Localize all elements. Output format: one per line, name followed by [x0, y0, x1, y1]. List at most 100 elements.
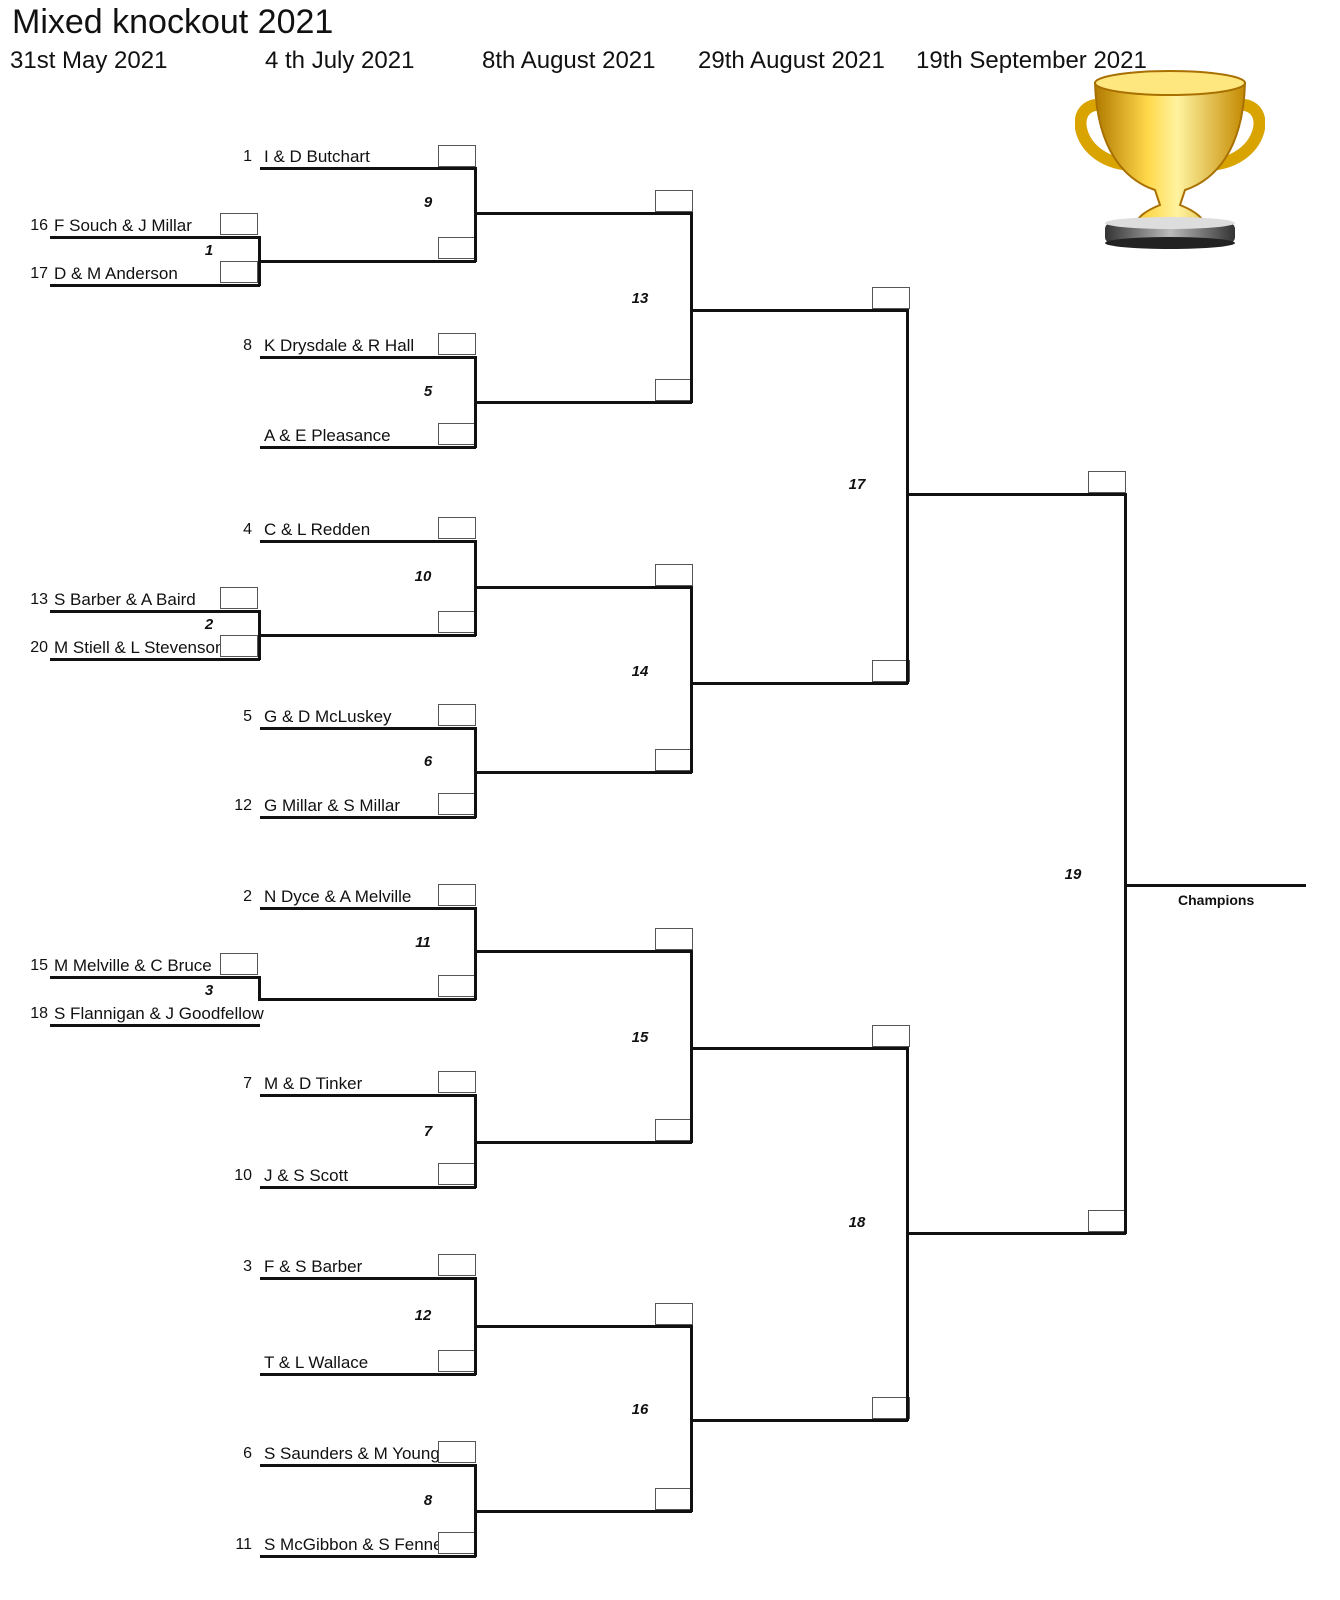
match-number: 19 — [1064, 866, 1082, 883]
bracket-line — [260, 1094, 476, 1097]
score-box[interactable] — [438, 237, 476, 259]
bracket-line — [50, 236, 260, 239]
score-box[interactable] — [438, 517, 476, 539]
entry-seed: 2 — [243, 888, 252, 905]
bracket-line — [50, 1024, 260, 1027]
bracket-line — [258, 260, 476, 263]
score-box[interactable] — [438, 1163, 476, 1185]
entry-seed: 1 — [243, 148, 252, 165]
match-number: 3 — [204, 982, 214, 999]
score-box[interactable] — [655, 564, 693, 586]
bracket-line — [260, 816, 476, 819]
page-title: Mixed knockout 2021 — [12, 3, 334, 41]
entry-seed: 8 — [243, 337, 252, 354]
bracket-line — [690, 212, 693, 403]
score-box[interactable] — [438, 1254, 476, 1276]
entry-name: F & S Barber — [264, 1257, 363, 1276]
bracket-line — [474, 356, 477, 448]
score-box[interactable] — [655, 1119, 693, 1141]
entry-name: N Dyce & A Melville — [264, 887, 412, 906]
score-box[interactable] — [220, 213, 258, 235]
bracket-line — [692, 309, 908, 312]
entry-name: M Melville & C Bruce — [54, 956, 212, 975]
bracket-line — [260, 907, 476, 910]
match-number: 12 — [414, 1307, 432, 1324]
round-date-4: 29th August 2021 — [698, 47, 885, 74]
entry-seed: 5 — [243, 708, 252, 725]
score-box[interactable] — [438, 793, 476, 815]
score-box[interactable] — [438, 611, 476, 633]
entry-name: K Drysdale & R Hall — [264, 336, 415, 355]
entry-name: S Flannigan & J Goodfellow — [54, 1004, 264, 1023]
entry-name: J & S Scott — [264, 1166, 349, 1185]
bracket-line — [476, 1141, 692, 1144]
score-box[interactable] — [1088, 471, 1126, 493]
score-box[interactable] — [438, 1441, 476, 1463]
entry-seed: 4 — [243, 521, 252, 538]
bracket-line — [692, 682, 908, 685]
score-box[interactable] — [655, 1488, 693, 1510]
score-box[interactable] — [220, 587, 258, 609]
bracket-line — [474, 540, 477, 636]
score-box[interactable] — [872, 660, 910, 682]
entry-name: M & D Tinker — [264, 1074, 363, 1093]
bracket-line — [474, 1094, 477, 1188]
bracket-line — [476, 212, 692, 215]
score-box[interactable] — [438, 1350, 476, 1372]
entry-name: M Stiell & L Stevenson — [54, 638, 225, 657]
entry-name: S McGibbon & S Fenner — [264, 1535, 449, 1554]
bracket-line — [258, 998, 476, 1001]
score-box[interactable] — [655, 1303, 693, 1325]
score-box[interactable] — [438, 1532, 476, 1554]
bracket-line — [50, 284, 260, 287]
entry-name: S Barber & A Baird — [54, 590, 196, 609]
score-box[interactable] — [872, 287, 910, 309]
bracket-line — [260, 1464, 476, 1467]
score-box[interactable] — [220, 953, 258, 975]
score-box[interactable] — [438, 975, 476, 997]
score-box[interactable] — [655, 928, 693, 950]
bracket-line — [474, 1464, 477, 1557]
match-number: 1 — [204, 242, 214, 259]
match-number: 6 — [423, 753, 433, 770]
score-box[interactable] — [438, 333, 476, 355]
bracket-line — [906, 1047, 909, 1421]
entry-name: F Souch & J Millar — [54, 216, 192, 235]
bracket-line — [690, 1325, 693, 1512]
round-date-2: 4 th July 2021 — [265, 47, 415, 74]
score-box[interactable] — [438, 884, 476, 906]
match-number: 5 — [423, 383, 433, 400]
bracket-line — [474, 1277, 477, 1375]
bracket-line — [692, 1419, 908, 1422]
match-number: 14 — [631, 663, 649, 680]
entry-seed: 11 — [235, 1536, 252, 1553]
entry-name: G & D McLuskey — [264, 707, 392, 726]
entry-seed: 18 — [30, 1005, 48, 1022]
score-box[interactable] — [438, 1071, 476, 1093]
score-box[interactable] — [220, 635, 258, 657]
entry-seed: 15 — [30, 957, 48, 974]
score-box[interactable] — [655, 749, 693, 771]
bracket-line — [260, 727, 476, 730]
match-number: 11 — [415, 934, 431, 951]
bracket-line — [690, 950, 693, 1143]
score-box[interactable] — [655, 379, 693, 401]
score-box[interactable] — [872, 1025, 910, 1047]
bracket-line — [258, 634, 476, 637]
match-number: 10 — [414, 568, 432, 585]
score-box[interactable] — [1088, 1210, 1126, 1232]
entry-name: G Millar & S Millar — [264, 796, 401, 815]
bracket-line — [260, 540, 476, 543]
bracket-line — [260, 356, 476, 359]
bracket-line — [908, 493, 1126, 496]
score-box[interactable] — [438, 145, 476, 167]
bracket-line — [474, 907, 477, 1000]
bracket-line — [50, 976, 260, 979]
score-box[interactable] — [438, 423, 476, 445]
score-box[interactable] — [438, 704, 476, 726]
match-number: 18 — [848, 1214, 866, 1231]
score-box[interactable] — [872, 1397, 910, 1419]
score-box[interactable] — [655, 190, 693, 212]
bracket-line — [474, 167, 477, 262]
score-box[interactable] — [220, 261, 258, 283]
